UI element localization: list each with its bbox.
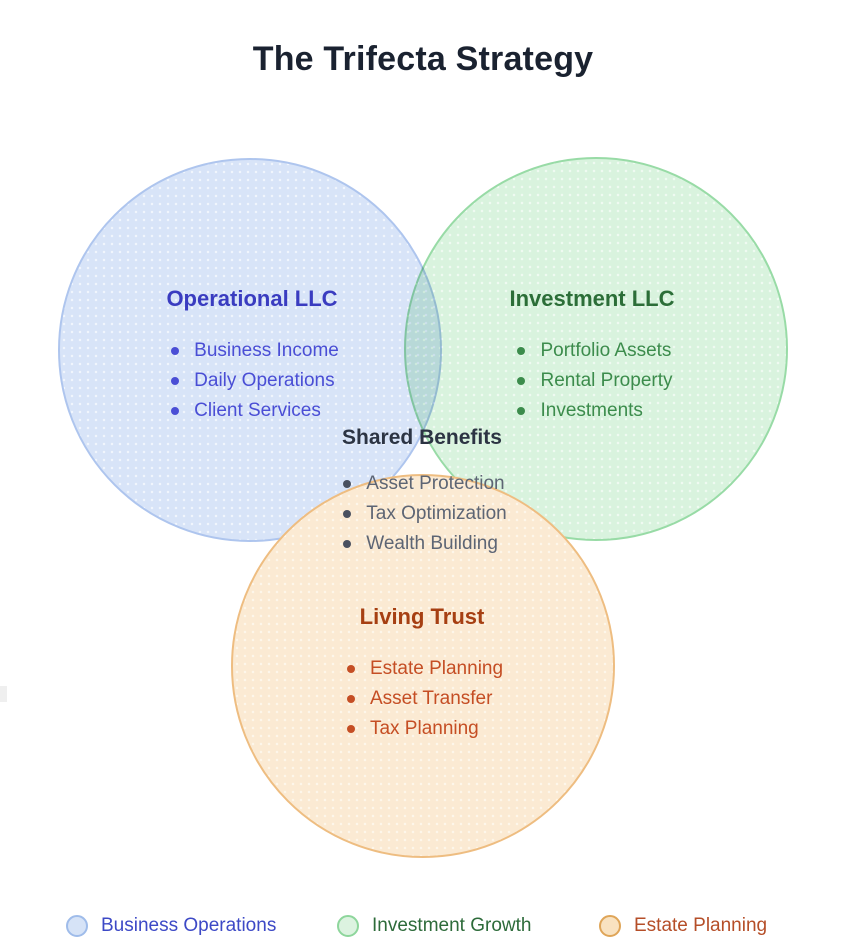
operational-llc-circle — [58, 158, 442, 542]
legend-swatch-blue-icon — [66, 915, 88, 937]
investment-llc-circle — [404, 157, 788, 541]
shared-benefits-title: Shared Benefits — [342, 426, 502, 449]
living-trust-node: Living Trust Estate Planning Asset Trans… — [272, 605, 572, 744]
living-trust-title: Living Trust — [359, 604, 485, 629]
operational-llc-node: Operational LLC Business Income Daily Op… — [102, 287, 402, 426]
page-title: The Trifecta Strategy — [252, 39, 594, 78]
legend-label: Investment Growth — [372, 915, 532, 936]
list-item: Portfolio Assets — [511, 336, 672, 366]
legend-label: Business Operations — [101, 915, 277, 936]
list-item: Client Services — [165, 396, 339, 426]
list-item: Investments — [511, 396, 672, 426]
list-item: Tax Optimization — [337, 499, 507, 529]
investment-llc-list: Portfolio Assets Rental Property Investm… — [511, 336, 673, 426]
left-edge-artifact — [0, 686, 7, 702]
legend-label: Estate Planning — [634, 915, 768, 936]
list-item: Asset Protection — [337, 469, 506, 499]
list-item: Asset Transfer — [341, 684, 503, 714]
list-item: Wealth Building — [337, 529, 506, 559]
operational-llc-title: Operational LLC — [166, 286, 338, 311]
shared-benefits-list: Asset Protection Tax Optimization Wealth… — [337, 469, 507, 559]
legend-item-estate-planning: Estate Planning — [599, 913, 767, 939]
shared-benefits-node: Shared Benefits Asset Protection Tax Opt… — [272, 426, 572, 559]
list-item: Rental Property — [511, 366, 673, 396]
living-trust-list: Estate Planning Asset Transfer Tax Plann… — [341, 654, 503, 744]
list-item: Estate Planning — [341, 654, 503, 684]
investment-llc-title: Investment LLC — [509, 286, 675, 311]
investment-llc-node: Investment LLC Portfolio Assets Rental P… — [442, 287, 742, 426]
list-item: Tax Planning — [341, 714, 503, 744]
list-item: Daily Operations — [165, 366, 339, 396]
living-trust-circle — [231, 474, 615, 858]
legend-item-business-operations: Business Operations — [66, 913, 276, 939]
legend-item-investment-growth: Investment Growth — [337, 913, 531, 939]
legend-swatch-green-icon — [337, 915, 359, 937]
legend-swatch-orange-icon — [599, 915, 621, 937]
operational-llc-list: Business Income Daily Operations Client … — [165, 336, 339, 426]
list-item: Business Income — [165, 336, 339, 366]
